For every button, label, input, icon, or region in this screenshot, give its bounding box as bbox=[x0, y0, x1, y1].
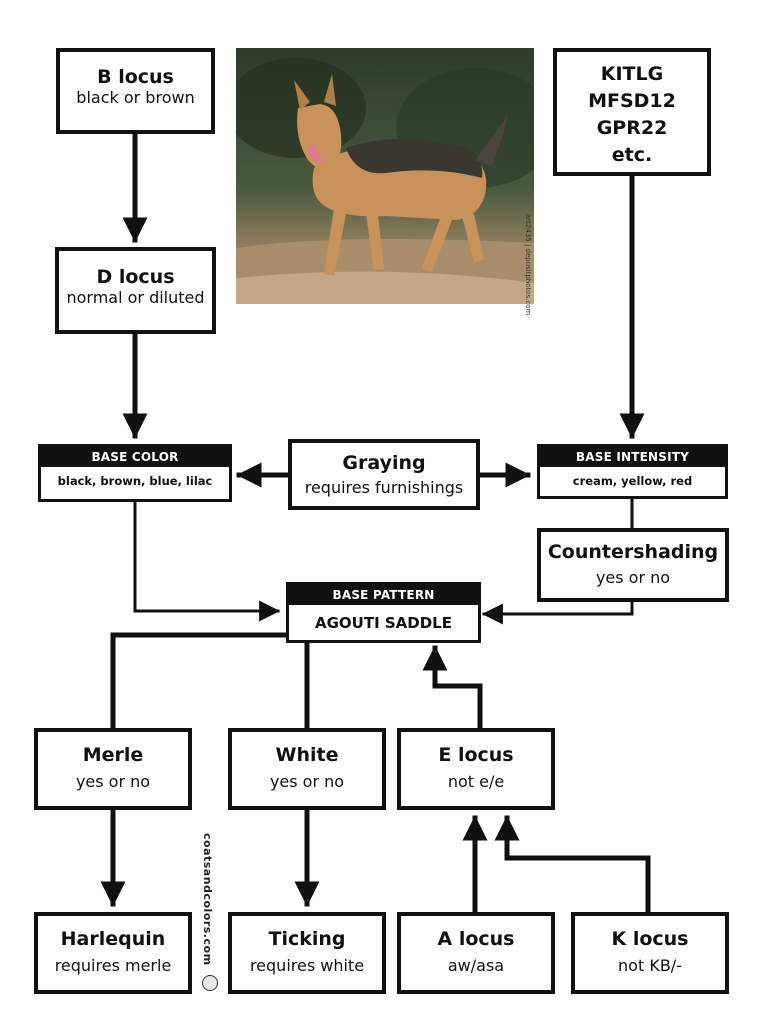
gene-etc: etc. bbox=[611, 144, 653, 166]
k-locus-title: K locus bbox=[611, 928, 689, 950]
gene-mfsd12: MFSD12 bbox=[588, 90, 676, 112]
arrow-k-to-e bbox=[494, 815, 651, 915]
watermark-text: coatsandcolors.com bbox=[201, 833, 214, 966]
harlequin-title: Harlequin bbox=[60, 928, 166, 950]
ticking-sub: requires white bbox=[249, 956, 365, 975]
gene-kitlg: KITLG bbox=[600, 63, 664, 85]
base-intensity-box: BASE INTENSITY cream, yellow, red bbox=[537, 444, 728, 499]
dog-photo bbox=[236, 48, 534, 304]
base-intensity-body: cream, yellow, red bbox=[572, 474, 693, 488]
arrow-e-to-pattern bbox=[422, 645, 483, 731]
merle-box: Merle yes or no bbox=[34, 728, 192, 810]
countershading-title: Countershading bbox=[547, 541, 719, 563]
ticking-title: Ticking bbox=[268, 928, 346, 950]
a-locus-box: A locus aw/asa bbox=[397, 912, 555, 994]
e-locus-sub: not e/e bbox=[447, 772, 505, 791]
merle-sub: yes or no bbox=[75, 772, 151, 791]
countershading-box: Countershading yes or no bbox=[537, 528, 729, 602]
graying-title: Graying bbox=[342, 452, 426, 474]
countershading-sub: yes or no bbox=[595, 568, 671, 587]
base-color-body: black, brown, blue, lilac bbox=[57, 474, 213, 488]
e-locus-title: E locus bbox=[438, 744, 514, 766]
graying-sub: requires furnishings bbox=[304, 478, 464, 497]
a-locus-sub: aw/asa bbox=[447, 956, 505, 975]
harlequin-box: Harlequin requires merle bbox=[34, 912, 192, 994]
base-intensity-header: BASE INTENSITY bbox=[540, 447, 725, 467]
merle-title: Merle bbox=[82, 744, 144, 766]
gene-gpr22: GPR22 bbox=[596, 117, 668, 139]
b-locus-title: B locus bbox=[97, 66, 174, 88]
white-box: White yes or no bbox=[228, 728, 386, 810]
base-pattern-body: AGOUTI SADDLE bbox=[314, 614, 452, 632]
arrow-countershading-to-pattern bbox=[481, 600, 634, 625]
watermark-logo-icon bbox=[202, 975, 218, 991]
base-pattern-header: BASE PATTERN bbox=[289, 585, 478, 605]
genes-box: KITLG MFSD12 GPR22 etc. bbox=[553, 48, 711, 176]
d-locus-sub: normal or diluted bbox=[66, 288, 205, 307]
ticking-box: Ticking requires white bbox=[228, 912, 386, 994]
b-locus-sub: black or brown bbox=[76, 88, 195, 107]
e-locus-box: E locus not e/e bbox=[397, 728, 555, 810]
d-locus-box: D locus normal or diluted bbox=[55, 247, 216, 334]
d-locus-title: D locus bbox=[96, 266, 175, 288]
harlequin-sub: requires merle bbox=[54, 956, 172, 975]
base-color-header: BASE COLOR bbox=[41, 447, 229, 467]
arrow-color-to-pattern bbox=[133, 500, 281, 622]
white-sub: yes or no bbox=[269, 772, 345, 791]
base-color-box: BASE COLOR black, brown, blue, lilac bbox=[38, 444, 232, 502]
graying-box: Graying requires furnishings bbox=[288, 439, 480, 510]
white-title: White bbox=[275, 744, 339, 766]
b-locus-box: B locus black or brown bbox=[56, 48, 215, 134]
k-locus-sub: not KB/- bbox=[618, 956, 682, 975]
base-pattern-box: BASE PATTERN AGOUTI SADDLE bbox=[286, 582, 481, 643]
a-locus-title: A locus bbox=[437, 928, 515, 950]
line-pattern-to-merle bbox=[110, 632, 289, 731]
k-locus-box: K locus not KB/- bbox=[571, 912, 729, 994]
